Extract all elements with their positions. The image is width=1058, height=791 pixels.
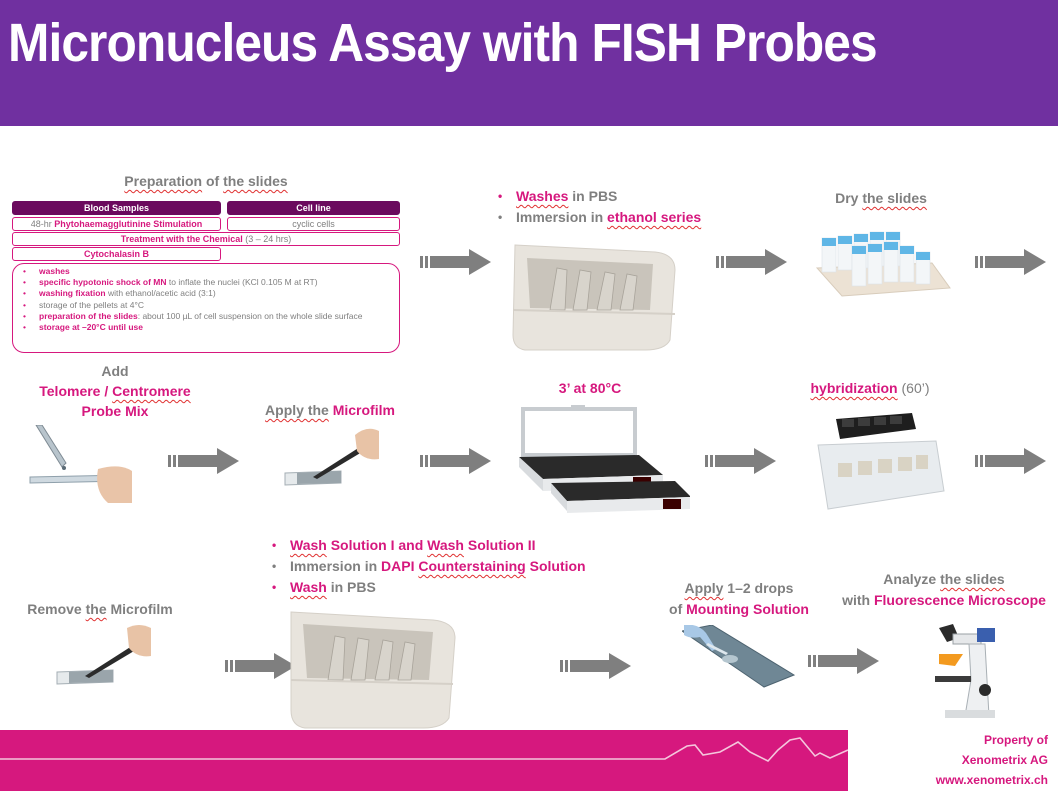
wash-pbs-bullets: Washes in PBS Immersion in ethanol serie… [494, 186, 701, 228]
tweezers-remove-illustration [56, 625, 151, 685]
flow-arrow [808, 648, 880, 674]
pipette-slide-illustration [29, 425, 132, 503]
preparation-title: Preparation of the slides [124, 173, 288, 189]
flow-arrow [560, 653, 632, 679]
staining-jar-illustration [512, 244, 676, 351]
preparation-steps-box: washes specific hypotonic shock of MN to… [12, 263, 400, 353]
apply-microfilm-label: Apply the Microfilm [265, 402, 395, 418]
flow-arrow [705, 448, 777, 474]
tweezers-film-illustration [284, 428, 379, 486]
dry-slides-label: Dry the slides [835, 190, 927, 206]
table-header-blood-samples: Blood Samples [12, 201, 221, 215]
prep-step: washes [23, 266, 393, 277]
flow-arrow [716, 249, 788, 275]
remove-microfilm-label: Remove the Microfilm [27, 601, 173, 617]
table-header-cell-line: Cell line [227, 201, 400, 215]
prep-step: storage at –20°C until use [23, 322, 393, 333]
heat-step-label: 3’ at 80°C [558, 380, 622, 396]
flow-arrow [420, 249, 492, 275]
table-cell-treatment: Treatment with the Chemical (3 – 24 hrs) [12, 232, 400, 246]
flow-arrow [975, 448, 1047, 474]
wash-solutions-bullets: Wash Solution I and Wash Solution II Imm… [268, 535, 586, 598]
prep-step: specific hypotonic shock of MN to inflat… [23, 277, 393, 288]
prep-step: washing fixation with ethanol/acetic aci… [23, 288, 393, 299]
microscope-illustration [935, 624, 995, 718]
add-probe-label: Add Telomere / Centromere Probe Mix [39, 363, 191, 419]
flow-arrow [420, 448, 492, 474]
title-banner: Micronucleus Assay with FISH Probes [0, 0, 1058, 126]
mounting-slide-illustration [682, 625, 796, 688]
footer-band [0, 730, 848, 791]
flow-arrow [975, 249, 1047, 275]
analyze-label: Analyze the slides with Fluorescence Mic… [842, 571, 1046, 608]
prep-step: preparation of the slides: about 100 µL … [23, 311, 393, 322]
copyright-notice: Property of Xenometrix AG www.xenometrix… [935, 733, 1048, 787]
wave-line-decoration [0, 737, 848, 762]
table-cell-cytochalasin: Cytochalasin B [12, 247, 221, 261]
page-title: Micronucleus Assay with FISH Probes [8, 13, 878, 73]
flow-arrow [168, 448, 240, 474]
heating-plates-illustration [519, 405, 690, 513]
drying-rack-illustration [815, 231, 951, 297]
mounting-label: Apply 1–2 drops of Mounting Solution [669, 580, 809, 617]
hybridization-label: hybridization (60’) [810, 380, 930, 396]
table-cell-cyclic-cells: cyclic cells [227, 217, 400, 231]
hybridization-chamber-illustration [817, 413, 945, 510]
prep-step: storage of the pellets at 4°C [23, 300, 393, 311]
table-cell-pha-stimulation: 48-hr Phytohaemagglutinine Stimulation [12, 217, 221, 231]
staining-jar-illustration-2 [290, 611, 456, 729]
